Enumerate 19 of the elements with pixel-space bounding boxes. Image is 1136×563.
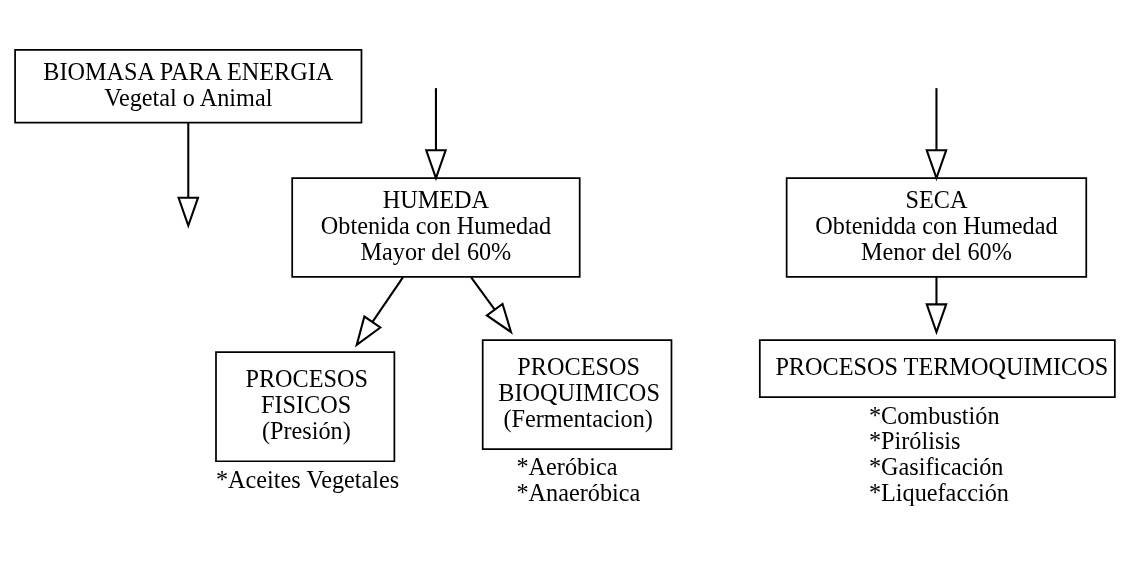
node-box: PROCESOS TERMOQUIMICOS [758,338,1116,398]
node-box: BIOMASA PARA ENERGIA Vegetal o Animal [14,48,363,124]
node-box: PROCESOS BIOQUIMICOS (Fermentacion) [481,338,673,450]
node-box: HUMEDA Obtenida con Humedad Mayor del 60% [291,176,581,278]
arrow [925,87,948,181]
arrow [424,87,448,181]
node-label: *Liquefacción [868,478,1009,506]
arrow [925,276,948,335]
node-label: *Combustión [868,400,1000,428]
node-label: *Anaeróbica [516,478,641,506]
node-box: SECA Obtenidda con Humedad Menor del 60% [785,176,1088,278]
node-box: PROCESOS FISICOS (Presión) [215,350,396,462]
arrow [354,276,404,347]
arrow [177,122,200,229]
node-label: *Pirólisis [868,426,961,454]
arrow [470,276,513,335]
node-label: *Gasificación [868,452,1004,480]
node-label: *Aceites Vegetales [215,465,400,493]
node-label: *Aeróbica [516,452,618,480]
